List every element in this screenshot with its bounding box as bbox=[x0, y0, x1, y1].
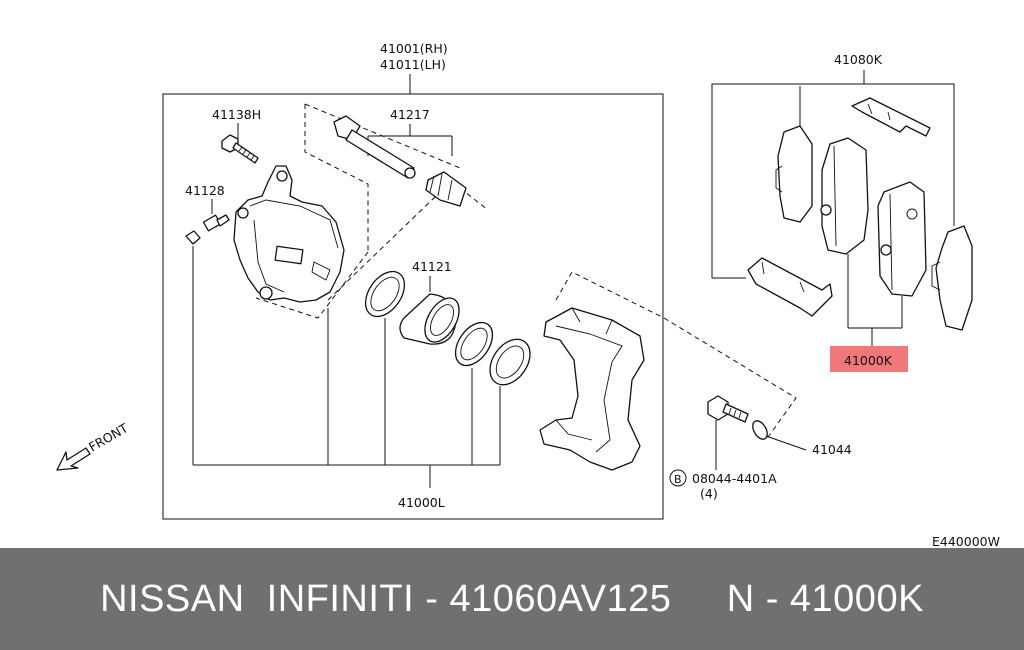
label-front: FRONT bbox=[86, 420, 131, 455]
shim-bracket-line bbox=[711, 83, 955, 278]
diagram-code: E440000W bbox=[932, 534, 1000, 548]
piston-41121 bbox=[399, 293, 460, 345]
anti-rattle-clip-top bbox=[851, 97, 931, 137]
caliper-bracket bbox=[539, 307, 645, 471]
bolt-41138h bbox=[221, 134, 259, 164]
label-41000k: 41000K bbox=[844, 353, 893, 368]
washer-41044 bbox=[752, 420, 768, 440]
pin-boot bbox=[425, 171, 467, 207]
front-arrow-icon bbox=[56, 447, 91, 471]
pad-shim-outer bbox=[775, 125, 813, 223]
label-bolt-marker: B bbox=[674, 473, 682, 486]
label-41011-lh: 41011(LH) bbox=[380, 57, 446, 72]
pad-shim-inner bbox=[931, 225, 973, 331]
anti-rattle-clip-bottom bbox=[747, 257, 833, 317]
brake-pad-inner bbox=[877, 181, 927, 297]
label-41080k: 41080K bbox=[834, 52, 883, 67]
caliper-body bbox=[233, 165, 345, 303]
label-41001-rh: 41001(RH) bbox=[380, 41, 448, 56]
bolt-marker-circle bbox=[669, 469, 687, 487]
parts-diagram: 41001(RH) 41011(LH) 41138H 41128 41217 bbox=[56, 41, 1000, 548]
label-41044: 41044 bbox=[812, 442, 852, 457]
bleeder-cap bbox=[185, 230, 201, 245]
label-41138h: 41138H bbox=[212, 107, 261, 122]
footer-part-number-text: NISSAN INFINITI - 41060AV125 N - 41000K bbox=[100, 577, 924, 620]
label-41128: 41128 bbox=[185, 183, 225, 198]
label-bolt-qty: (4) bbox=[700, 486, 718, 501]
label-41121: 41121 bbox=[412, 259, 452, 274]
guide-pin-41217 bbox=[333, 115, 416, 179]
dust-boot bbox=[489, 338, 531, 386]
label-41000l: 41000L bbox=[398, 495, 445, 510]
bleeder-screw-41128 bbox=[202, 214, 230, 232]
dust-seal-ring bbox=[454, 321, 494, 367]
label-08044-4401a: 08044-4401A bbox=[692, 471, 777, 486]
label-41217: 41217 bbox=[390, 107, 430, 122]
footer-bar: NISSAN INFINITI - 41060AV125 N - 41000K bbox=[0, 548, 1024, 650]
caliper-assembly-frame bbox=[162, 93, 664, 520]
pad-kit-highlight bbox=[830, 346, 908, 372]
bolt-08044-4401a bbox=[707, 395, 749, 423]
brake-pad-outer bbox=[820, 137, 869, 255]
piston-seal bbox=[364, 270, 406, 318]
